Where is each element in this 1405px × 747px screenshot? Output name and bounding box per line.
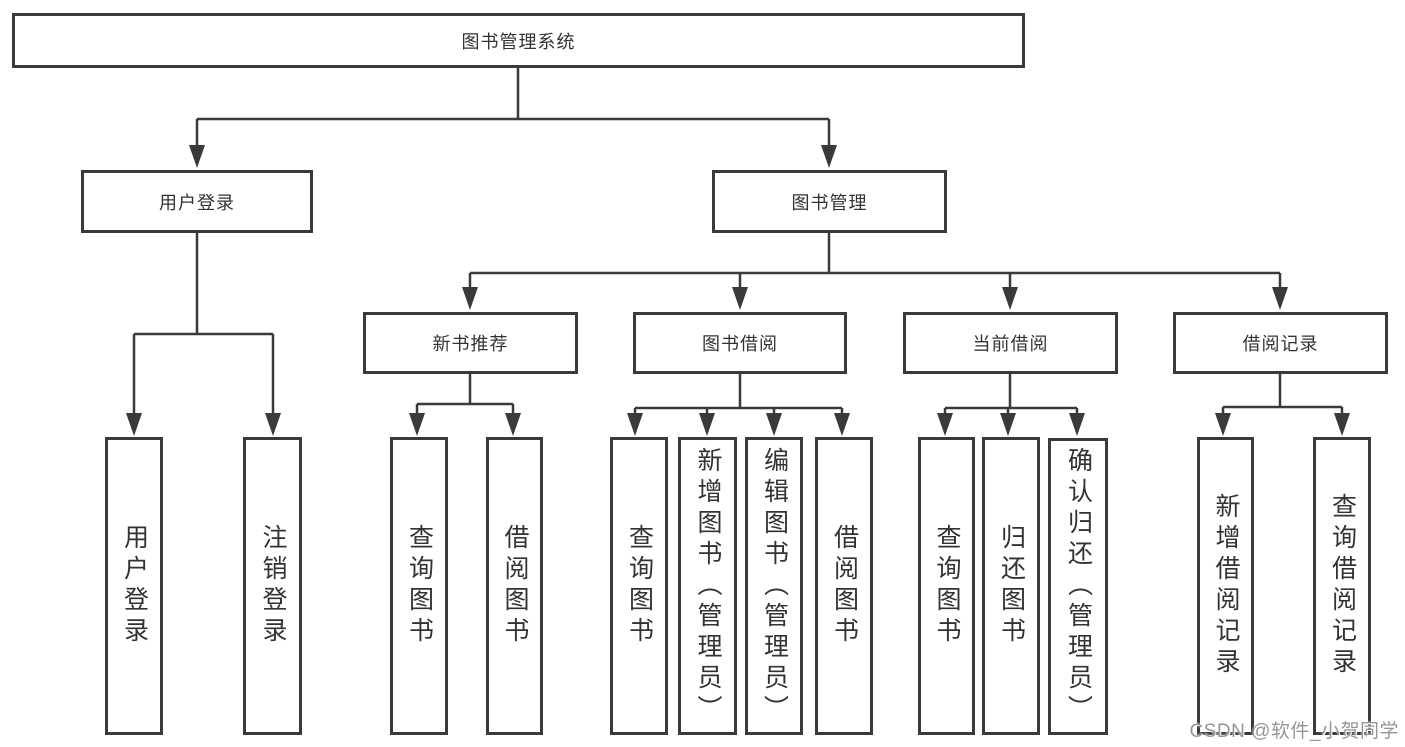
node-label: 图书管理 [791, 192, 868, 213]
node-label: 借阅记录 [1242, 334, 1319, 354]
node-label: 编辑图书（管理员） [760, 446, 789, 726]
node-label: 用户登录 [159, 192, 235, 213]
node-label: 借阅图书 [830, 524, 859, 648]
node-label: 归还图书 [997, 524, 1026, 648]
leaf-logout: 注销登录 [243, 437, 302, 735]
leaf-confirm-return-admin: 确认归还（管理员） [1048, 438, 1108, 735]
leaf-add-book-admin: 新增图书（管理员） [678, 437, 737, 735]
leaf-add-borrow-record: 新增借阅记录 [1197, 437, 1254, 735]
node-label: 新书推荐 [432, 334, 509, 354]
leaf-borrow-book-2: 借阅图书 [815, 437, 873, 735]
edge-mgmt-to-level3 [468, 233, 1282, 288]
node-label: 图书借阅 [702, 334, 778, 354]
leaf-query-book-1: 查询图书 [390, 437, 448, 735]
node-library-system: 图书管理系统 [12, 13, 1025, 68]
leaf-user-login: 用户登录 [105, 437, 163, 735]
node-label: 查询图书 [933, 524, 961, 648]
leaf-return-book: 归还图书 [982, 437, 1040, 735]
node-new-book-recommend: 新书推荐 [363, 312, 578, 374]
leaf-query-book-2: 查询图书 [610, 437, 668, 735]
edge-root-to-level2 [195, 68, 831, 146]
node-book-borrow: 图书借阅 [633, 312, 847, 374]
node-label: 新增借阅记录 [1212, 493, 1240, 679]
leaf-query-borrow-record: 查询借阅记录 [1313, 437, 1371, 735]
node-user-login-module: 用户登录 [81, 170, 313, 233]
node-label: 用户登录 [120, 524, 149, 648]
node-label: 注销登录 [259, 524, 287, 648]
node-book-management: 图书管理 [712, 170, 947, 233]
leaf-query-book-3: 查询图书 [918, 437, 975, 735]
arrow-down-icons [126, 145, 1350, 436]
leaf-edit-book-admin: 编辑图书（管理员） [745, 437, 803, 735]
node-label: 当前借阅 [972, 334, 1049, 354]
csdn-watermark: CSDN @软件_小贺同学 [1189, 721, 1399, 742]
edge-login-to-leaves [132, 233, 275, 414]
node-label: 查询图书 [625, 524, 654, 648]
node-current-borrow: 当前借阅 [903, 312, 1118, 374]
node-borrow-records: 借阅记录 [1173, 312, 1388, 374]
node-label: 新增图书（管理员） [694, 446, 722, 726]
node-label: 查询借阅记录 [1328, 493, 1357, 679]
leaf-borrow-book-1: 借阅图书 [486, 437, 543, 735]
edge-level3-to-leaves [415, 374, 1344, 414]
node-label: 确认归还（管理员） [1064, 447, 1093, 726]
node-label: 借阅图书 [501, 524, 529, 648]
node-label: 图书管理系统 [461, 31, 576, 52]
node-label: 查询图书 [405, 524, 434, 648]
